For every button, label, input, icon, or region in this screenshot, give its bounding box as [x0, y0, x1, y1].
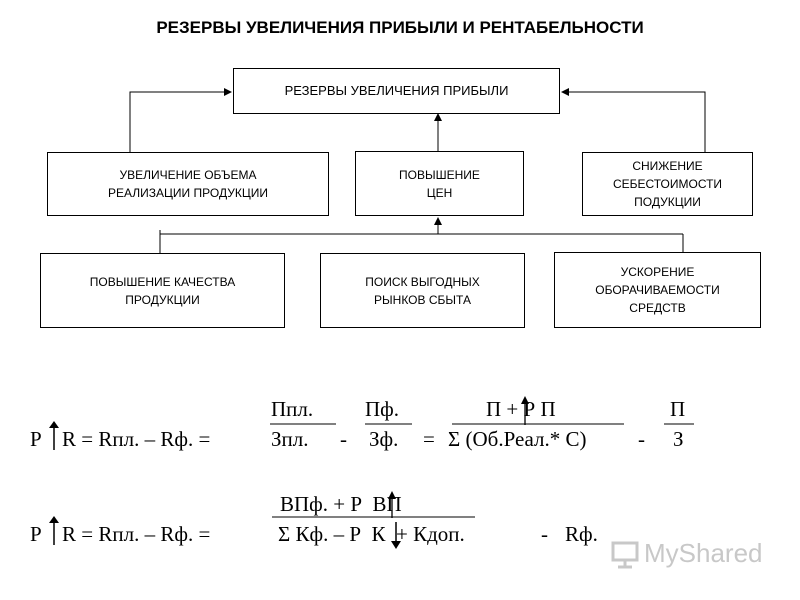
f2-rhs: Rф. [565, 522, 598, 546]
presentation-board-icon [611, 541, 639, 568]
f1-minus-2: - [638, 427, 645, 451]
f1-numerator-actual: Пф. [365, 397, 400, 421]
f1-numerator-change: П + Р П [486, 397, 556, 421]
box-profit-reserves: РЕЗЕРВЫ УВЕЛИЧЕНИЯ ПРИБЫЛИ [233, 68, 560, 114]
box-raise-prices: ПОВЫШЕНИЕ ЦЕН [355, 151, 524, 216]
f2-numerator: ВПф. + Р ВП [280, 492, 402, 516]
f2-denominator: Σ Кф. – Р К + Кдоп. [278, 522, 465, 546]
arrow-cost-to-root [561, 88, 706, 152]
f1-denominator-z: З [673, 427, 684, 451]
f1-lhs: R = Rпл. – Rф. = [62, 427, 211, 451]
box-improve-quality: ПОВЫШЕНИЕ КАЧЕСТВА ПРОДУКЦИИ [40, 253, 285, 328]
f2-r-letter: Р [30, 522, 42, 546]
box-reduce-cost: СНИЖЕНИЕ СЕБЕСТОИМОСТИ ПОДУКЦИИ [582, 152, 753, 216]
f1-equals: = [423, 427, 435, 451]
up-arrow-icon [49, 516, 59, 545]
watermark-text: MyShared [644, 538, 763, 568]
watermark: MyShared [610, 538, 763, 569]
f1-denominator-sum: Σ (Об.Реал.* С) [448, 427, 587, 451]
arrow-volume-to-root [129, 88, 232, 152]
f1-numerator-p: П [670, 397, 686, 421]
up-arrow-icon [49, 421, 59, 450]
f1-denominator-actual: Зф. [369, 427, 399, 451]
page-title: РЕЗЕРВЫ УВЕЛИЧЕНИЯ ПРИБЫЛИ И РЕНТАБЕЛЬНО… [156, 18, 644, 37]
box-increase-volume: УВЕЛИЧЕНИЕ ОБЪЕМА РЕАЛИЗАЦИИ ПРОДУКЦИИ [47, 152, 329, 216]
f1-numerator-planned: Ппл. [271, 397, 314, 421]
f1-denominator-planned: Зпл. [271, 427, 309, 451]
f2-minus: - [541, 522, 548, 546]
down-arrow-icon [391, 522, 401, 549]
box-find-markets: ПОИСК ВЫГОДНЫХ РЫНКОВ СБЫТА [320, 253, 525, 328]
box-accelerate-turnover: УСКОРЕНИЕ ОБОРАЧИВАЕМОСТИ СРЕДСТВ [554, 252, 761, 328]
f1-minus-1: - [340, 427, 347, 451]
f1-r-letter: Р [30, 427, 42, 451]
f2-lhs: R = Rпл. – Rф. = [62, 522, 211, 546]
